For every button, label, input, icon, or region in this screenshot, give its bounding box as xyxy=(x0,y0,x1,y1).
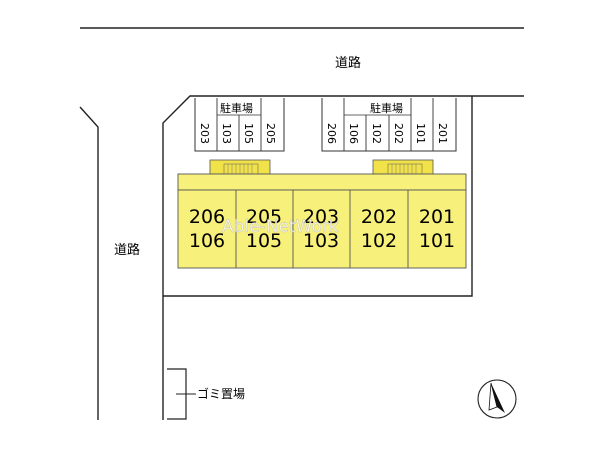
stair-right xyxy=(372,159,434,175)
unit-upper-number: 206 xyxy=(189,206,225,228)
site-boundary xyxy=(162,95,524,420)
parking-slot: 105 xyxy=(242,123,255,144)
parking-left-label: 駐車場 xyxy=(220,101,253,115)
unit-upper-number: 202 xyxy=(361,206,397,228)
parking-lot-left: 駐車場 203 103 105 205 xyxy=(194,98,285,152)
parking-right-label: 駐車場 xyxy=(370,101,403,115)
parking-slot: 103 xyxy=(220,123,233,144)
apartment-building: 206 106 205 105 203 103 202 102 201 101 xyxy=(177,159,467,269)
parking-slot: 203 xyxy=(198,123,211,144)
parking-slot: 201 xyxy=(436,123,449,144)
unit-lower-number: 105 xyxy=(246,230,282,252)
building-body xyxy=(177,189,467,269)
trash-area: ゴミ置場 xyxy=(167,368,245,420)
unit-upper-number: 201 xyxy=(419,206,455,228)
north-road-label: 道路 xyxy=(335,55,361,71)
unit-lower-number: 106 xyxy=(189,230,225,252)
parking-slot: 206 xyxy=(325,123,338,144)
unit-lower-number: 102 xyxy=(361,230,397,252)
parking-slot: 102 xyxy=(370,123,383,144)
north-arrow-icon xyxy=(477,379,517,419)
watermark: Able-NetWork xyxy=(222,217,339,237)
parking-slot: 205 xyxy=(264,123,277,144)
parking-lot-right: 駐車場 206 106 102 202 101 201 xyxy=(321,98,457,152)
trash-area-label: ゴミ置場 xyxy=(197,386,245,401)
parking-slot: 202 xyxy=(392,123,405,144)
unit-upper-number: 203 xyxy=(303,206,339,228)
west-road-label: 道路 xyxy=(114,242,140,258)
stair-left xyxy=(209,159,271,175)
unit-lower-number: 103 xyxy=(303,230,339,252)
west-road-edge xyxy=(79,106,99,420)
unit-lower-number: 101 xyxy=(419,230,455,252)
parking-slot: 101 xyxy=(414,123,427,144)
site-boundary-inner xyxy=(163,96,473,297)
corridor xyxy=(177,173,467,191)
parking-slot: 106 xyxy=(347,123,360,144)
unit-upper-number: 205 xyxy=(246,206,282,228)
